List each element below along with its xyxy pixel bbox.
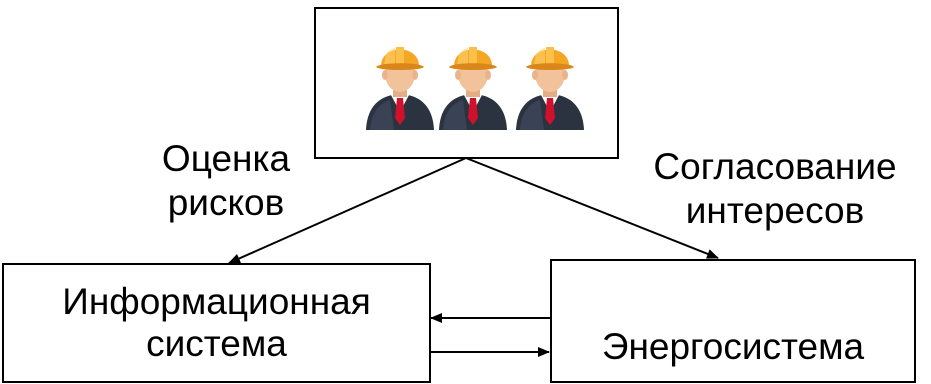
risk-assessment-label: Оценка рисков <box>146 137 306 225</box>
risk-assessment-line2: рисков <box>167 182 285 223</box>
info-system-line1: Информационная <box>62 281 371 322</box>
interest-alignment-line1: Согласование <box>653 146 897 187</box>
worker-icon <box>439 47 507 130</box>
info-system-label: Информационная система <box>4 281 429 365</box>
info-system-line2: система <box>146 323 287 364</box>
energy-system-text: Энергосистема <box>601 326 865 367</box>
experts-group <box>366 47 584 130</box>
arrow-interest-alignment <box>465 157 719 259</box>
worker-icon <box>516 47 584 130</box>
info-system-box <box>2 263 431 383</box>
arrow-risk-assessment <box>228 157 467 264</box>
worker-icon <box>366 47 434 130</box>
energy-system-label: Энергосистема <box>552 326 914 368</box>
energy-system-box <box>550 259 916 383</box>
interest-alignment-line2: интересов <box>685 190 865 231</box>
risk-assessment-line1: Оценка <box>161 138 291 179</box>
interest-alignment-label: Согласование интересов <box>630 145 920 233</box>
